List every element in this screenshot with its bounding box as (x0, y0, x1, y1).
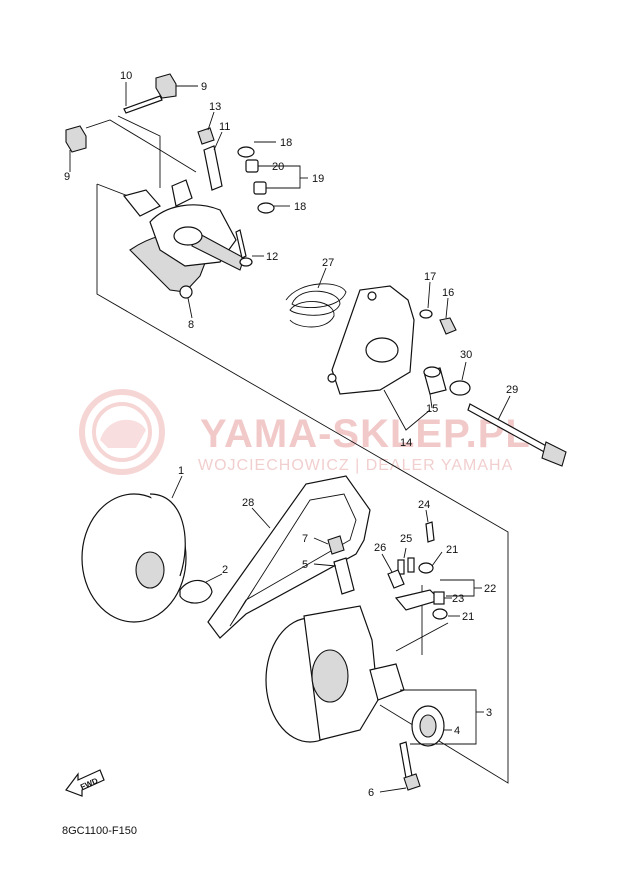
part-9-clip-lower (65, 125, 87, 153)
callout-18-upper: 18 (280, 137, 292, 149)
part-22-weight-plate (394, 589, 442, 611)
callout-6: 6 (368, 787, 374, 799)
diagram-code: 8GC1100-F150 (62, 825, 137, 837)
part-16-bolt (439, 317, 457, 335)
part-20-bushing-upper (245, 159, 259, 173)
callout-20: 20 (272, 161, 284, 173)
part-13-nut (197, 127, 215, 145)
callout-21-upper: 21 (446, 544, 458, 556)
callout-3: 3 (486, 707, 492, 719)
callout-23: 23 (452, 593, 464, 605)
part-12-bolt (235, 229, 253, 267)
callout-8: 8 (188, 319, 194, 331)
part-23-roller (433, 591, 445, 605)
callout-19: 19 (312, 173, 324, 185)
part-1-fixed-sheave (81, 493, 187, 623)
part-9-clip-upper (155, 73, 177, 99)
watermark-logo-icon (79, 389, 165, 475)
part-4-bushing (411, 705, 445, 747)
callout-16: 16 (442, 287, 454, 299)
part-21-washer-upper (418, 562, 434, 574)
callout-7: 7 (302, 533, 308, 545)
part-17-washer (419, 309, 433, 319)
callout-26: 26 (374, 542, 386, 554)
callout-24: 24 (418, 499, 430, 511)
leader-lines (69, 82, 511, 793)
part-20-bushing-lower (253, 181, 267, 195)
watermark: YAMA-SKLEP.PL WOJCIECHOWICZ | DEALER YAM… (79, 389, 530, 475)
callout-14: 14 (400, 437, 412, 449)
part-26-plate (387, 569, 405, 589)
part-7-nut (327, 535, 345, 555)
fwd-arrow-icon: FWD (65, 769, 105, 797)
part-28-drive-belt (207, 475, 371, 639)
part-5-sleeve (333, 557, 355, 595)
callout-4: 4 (454, 725, 460, 737)
upper-group-frame (96, 184, 509, 540)
callout-15: 15 (426, 403, 438, 415)
part-10-pin (123, 95, 163, 114)
part-24-bolt (425, 521, 435, 543)
callout-18-lower: 18 (294, 201, 306, 213)
callout-labels: 10 9 9 13 11 18 20 19 18 12 8 27 17 16 3… (64, 70, 518, 799)
callout-9-upper: 9 (201, 81, 207, 93)
callout-1: 1 (178, 465, 184, 477)
callout-11: 11 (219, 121, 230, 133)
callout-30: 30 (460, 349, 472, 361)
part-14-cover (327, 285, 415, 395)
callout-29: 29 (506, 384, 518, 396)
part-18-washer-upper (237, 146, 255, 158)
callout-12: 12 (266, 251, 278, 263)
callout-2: 2 (222, 564, 228, 576)
part-27-spring (285, 283, 347, 328)
part-11-sleeve (203, 145, 223, 191)
part-25-pins (397, 557, 415, 575)
callout-17: 17 (424, 271, 436, 283)
part-29-bolt (467, 403, 567, 467)
callout-21-lower: 21 (462, 611, 474, 623)
callout-25: 25 (400, 533, 412, 545)
callout-10: 10 (120, 70, 132, 82)
callout-28: 28 (242, 497, 254, 509)
part-8-spider-hub (122, 179, 245, 299)
part-15-bushing (423, 366, 447, 395)
part-6-bolt (399, 741, 421, 791)
part-21-washer-lower (432, 608, 448, 620)
watermark-subtitle: WOJCIECHOWICZ | DEALER YAMAHA (198, 457, 513, 474)
callout-13: 13 (209, 101, 221, 113)
callout-27: 27 (322, 257, 334, 269)
part-3-movable-sheave (265, 605, 405, 743)
part-30-washer (449, 380, 471, 396)
callout-22: 22 (484, 583, 496, 595)
callout-5: 5 (302, 559, 308, 571)
part-18-washer-lower (257, 202, 275, 214)
callout-9-lower: 9 (64, 171, 70, 183)
part-2-spacer (179, 579, 213, 604)
